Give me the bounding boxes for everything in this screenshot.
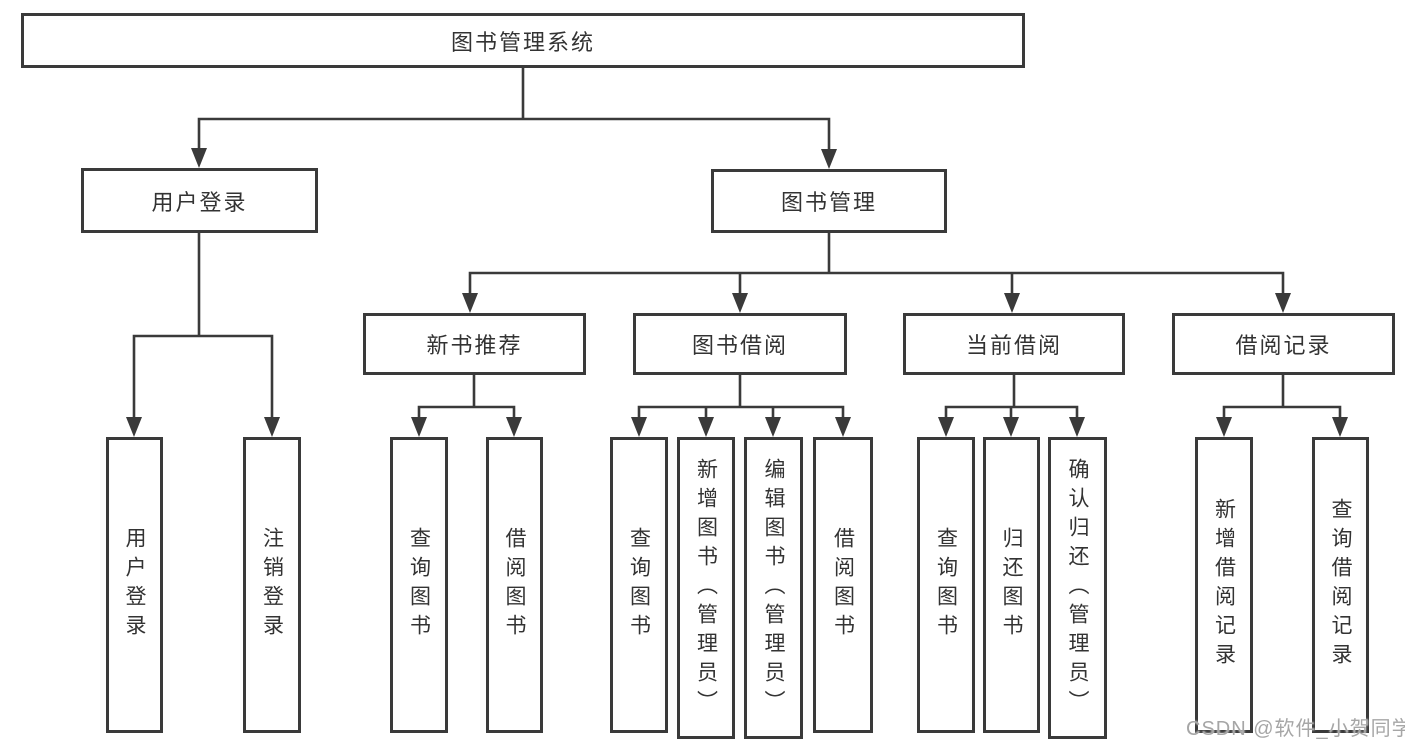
node-book-management: 图书管理 <box>711 169 947 233</box>
arrowhead <box>938 417 954 437</box>
arrowhead <box>1216 417 1232 437</box>
arrowhead <box>462 293 478 313</box>
arrowhead <box>411 417 427 437</box>
leaf-label: 注销登录 <box>260 527 284 643</box>
arrowhead <box>765 417 781 437</box>
leaf-label: 查询借阅记录 <box>1329 498 1352 672</box>
node-book-borrow: 图书借阅 <box>633 313 847 375</box>
leaf-label: 编辑图书（管理员） <box>762 457 785 719</box>
arrowhead <box>264 417 280 437</box>
arrowhead <box>1003 417 1019 437</box>
leaf-label: 查询图书 <box>934 527 958 643</box>
leaf-query-borrow-record: 查询借阅记录 <box>1312 437 1369 733</box>
arrowhead <box>698 417 714 437</box>
arrowhead <box>1275 293 1291 313</box>
leaf-label: 用户登录 <box>123 527 146 643</box>
node-new-book-recommend: 新书推荐 <box>363 313 586 375</box>
arrowhead <box>191 148 207 168</box>
arrowhead <box>1004 293 1020 313</box>
arrowhead <box>126 417 142 437</box>
leaf-label: 新增图书（管理员） <box>694 457 718 719</box>
leaf-edit-books-admin: 编辑图书（管理员） <box>744 437 803 739</box>
arrowhead <box>732 293 748 313</box>
leaf-add-books-admin: 新增图书（管理员） <box>677 437 735 739</box>
arrowhead <box>1069 417 1085 437</box>
leaf-label: 借阅图书 <box>831 527 855 643</box>
leaf-label: 借阅图书 <box>503 527 526 643</box>
arrowhead <box>1332 417 1348 437</box>
leaf-query-books-borrow: 查询图书 <box>610 437 668 733</box>
arrowhead <box>821 149 837 169</box>
leaf-borrow-books-recommend: 借阅图书 <box>486 437 543 733</box>
leaf-return-books: 归还图书 <box>983 437 1040 733</box>
leaf-confirm-return-admin: 确认归还（管理员） <box>1048 437 1107 739</box>
leaf-user-login: 用户登录 <box>106 437 163 733</box>
leaf-borrow-books: 借阅图书 <box>813 437 873 733</box>
csdn-watermark: CSDN @软件_小贺同学 <box>1186 718 1405 740</box>
leaf-label: 归还图书 <box>1000 527 1023 643</box>
node-current-borrow: 当前借阅 <box>903 313 1125 375</box>
arrowhead <box>835 417 851 437</box>
leaf-logout: 注销登录 <box>243 437 301 733</box>
leaf-label: 查询图书 <box>407 527 431 643</box>
arrowhead <box>506 417 522 437</box>
leaf-query-books-recommend: 查询图书 <box>390 437 448 733</box>
node-user-login: 用户登录 <box>81 168 318 233</box>
node-borrow-records: 借阅记录 <box>1172 313 1395 375</box>
leaf-label: 确认归还（管理员） <box>1066 457 1089 719</box>
arrowhead <box>631 417 647 437</box>
leaf-add-borrow-record: 新增借阅记录 <box>1195 437 1253 733</box>
leaf-query-books-current: 查询图书 <box>917 437 975 733</box>
leaf-label: 查询图书 <box>627 527 651 643</box>
leaf-label: 新增借阅记录 <box>1212 498 1236 672</box>
node-root-system: 图书管理系统 <box>21 13 1025 68</box>
